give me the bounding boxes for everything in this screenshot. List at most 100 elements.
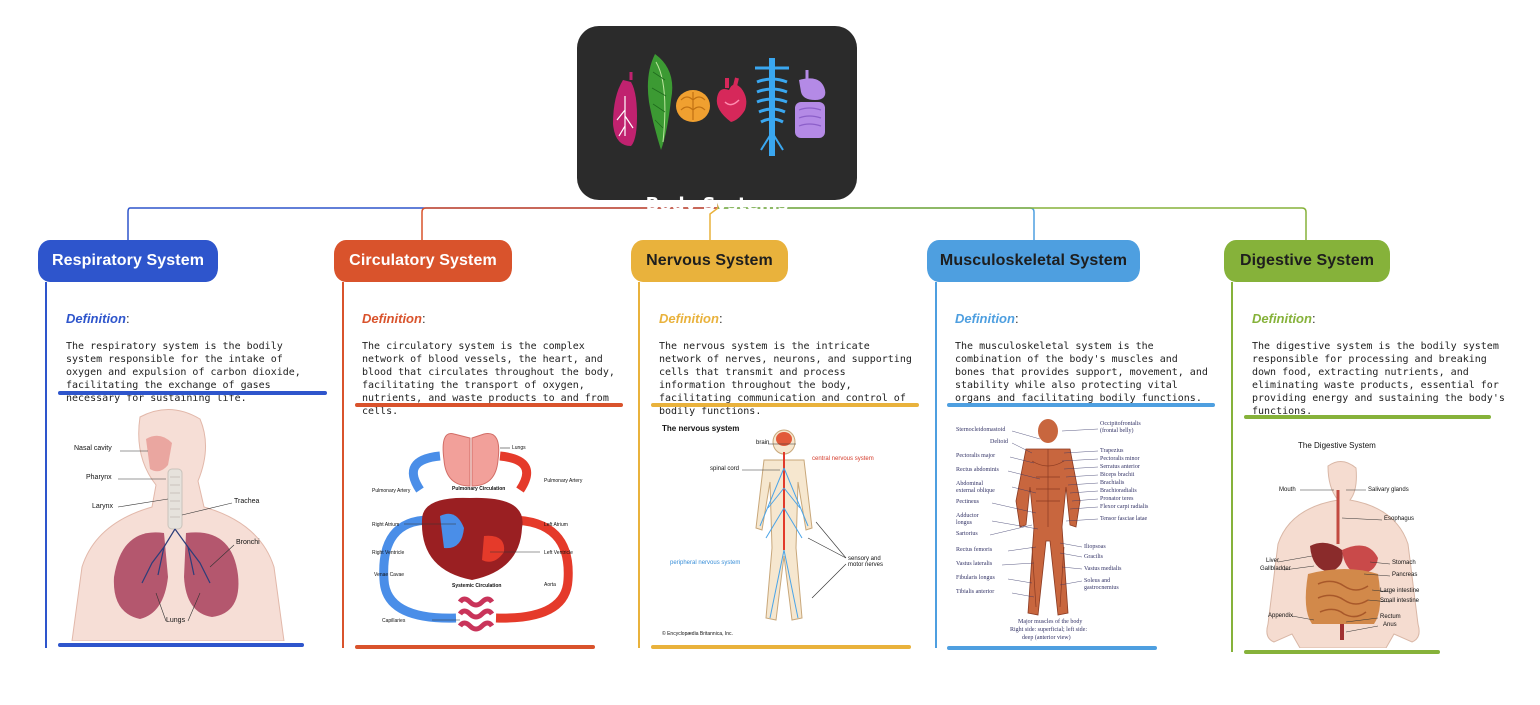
label-anus: Anus	[1383, 622, 1397, 628]
panel-line-respiratory	[45, 282, 47, 648]
label-pectoralis-minor: Pectoralis minor	[1100, 456, 1140, 462]
label-adductor-longus: Adductor longus	[956, 513, 979, 526]
label-sartorius: Sartorius	[956, 531, 978, 537]
panel-bottom-rule	[651, 645, 911, 649]
label-left-atrium: Left Atrium	[544, 522, 568, 528]
definition-label: Definition:	[1252, 311, 1316, 326]
nervous-illustration	[742, 429, 847, 621]
central-title: Body Systems	[645, 194, 789, 215]
label-tensor-fasciae-latae: Tensor fasciae latae	[1100, 516, 1148, 522]
label-brachioradialis: Brachioradialis	[1100, 488, 1137, 494]
label-gracilis: Gracilis	[1084, 554, 1103, 560]
label-pronator-teres: Pronator teres	[1100, 496, 1134, 502]
definition-text: The respiratory system is the bodily sys…	[66, 341, 301, 404]
label-biceps-brachii: Biceps brachii	[1100, 472, 1135, 478]
label-larynx: Larynx	[92, 503, 114, 510]
branch-header-musculoskeletal[interactable]: Musculoskeletal System	[927, 240, 1140, 282]
definition-underline	[947, 403, 1215, 407]
definition-text: The circulatory system is the complex ne…	[362, 341, 615, 417]
panel-line-circulatory	[342, 282, 344, 648]
label-spinal-cord: spinal cord	[710, 466, 740, 472]
definition-text: The digestive system is the bodily syste…	[1252, 341, 1505, 417]
label-venae-cavae: Venae Cavae	[374, 572, 405, 578]
panel-line-nervous	[638, 282, 640, 648]
label-central-nervous-system: central nervous system	[812, 456, 874, 462]
label-pancreas: Pancreas	[1392, 572, 1418, 578]
label-appendix: Appendix	[1268, 613, 1294, 619]
label-rectum: Rectum	[1380, 614, 1401, 620]
branch-title: Musculoskeletal System	[939, 252, 1128, 269]
label-left-ventricle: Left Ventricle	[544, 550, 573, 556]
branch-title: Digestive System	[1239, 252, 1375, 269]
label-sensory-motor-nerves: sensory and motor nerves	[848, 556, 884, 568]
label-iliopsoas: Iliopsoas	[1084, 544, 1106, 550]
organs-illustration	[613, 54, 826, 156]
label-brain: brain	[756, 440, 770, 446]
label-systemic-circulation: Systemic Circulation	[452, 583, 502, 589]
label-pectoralis-major: Pectoralis major	[956, 453, 996, 459]
circulatory-illustration	[379, 433, 573, 632]
label-small-intestine: Small intestine	[1380, 598, 1420, 604]
central-topic[interactable]: Body Systems	[577, 26, 857, 215]
definition-underline	[1244, 415, 1491, 419]
label-vastus-lateralis: Vastus lateralis	[956, 561, 993, 567]
definition-underline	[58, 391, 327, 395]
panel-bottom-rule	[1244, 650, 1440, 654]
label-copyright: © Encyclopædia Britannica, Inc.	[662, 631, 733, 637]
branch-header-respiratory[interactable]: Respiratory System	[38, 240, 218, 282]
label-esophagus: Esophagus	[1384, 516, 1415, 522]
definition-text: The nervous system is the intricate netw…	[659, 341, 912, 417]
label-brachialis: Brachialis	[1100, 480, 1125, 486]
label-pulmonary-circulation: Pulmonary Circulation	[452, 486, 506, 492]
label-rectus-femoris: Rectus femoris	[956, 547, 993, 553]
branch-title: Circulatory System	[349, 252, 497, 269]
label-trapezius: Trapezius	[1100, 448, 1124, 454]
musculoskeletal-illustration	[989, 419, 1099, 616]
label-serratus-anterior: Serratus anterior	[1100, 464, 1140, 470]
panel-bottom-rule	[355, 645, 595, 649]
caption-line-3: deep (anterior view)	[1022, 635, 1071, 641]
definition-label: Definition:	[955, 311, 1019, 326]
panel-bottom-rule	[58, 643, 304, 647]
label-trachea: Trachea	[234, 498, 260, 505]
digestive-diagram: The Digestive System Mouth Salivary glan…	[1246, 434, 1442, 648]
label-flexor-carpi-radialis: Flexor carpi radialis	[1100, 504, 1149, 510]
caption-line-2: Right side: superficial; left side:	[1010, 627, 1087, 633]
label-fibularis-longus: Fibularis longus	[956, 575, 995, 581]
branch-title: Nervous System	[646, 252, 773, 269]
circulatory-diagram: Lungs Pulmonary Artery Pulmonary Circula…	[360, 420, 598, 640]
branch-title: Respiratory System	[51, 252, 205, 269]
nervous-diagram: The nervous system brain spinal cord cen…	[656, 418, 906, 642]
respiratory-diagram: Nasal cavity Pharynx Larynx Trachea Bron…	[60, 407, 300, 641]
digestive-diagram-title: The Digestive System	[1298, 441, 1376, 450]
respiratory-illustration	[71, 408, 285, 641]
panel-line-musculoskeletal	[935, 282, 937, 648]
label-gallbladder: Gallbladder	[1260, 566, 1291, 572]
label-deltoid: Deltoid	[990, 439, 1008, 445]
musculoskeletal-diagram: Sternocleidomastoid Deltoid Pectoralis m…	[952, 417, 1212, 644]
branch-header-digestive[interactable]: Digestive System	[1224, 240, 1390, 282]
label-right-ventricle: Right Ventricle	[372, 550, 405, 556]
definition-underline	[355, 403, 623, 407]
label-lungs: Lungs	[166, 617, 186, 624]
branch-header-nervous[interactable]: Nervous System	[631, 240, 788, 282]
label-liver: Liver	[1266, 558, 1280, 564]
definition-underline	[651, 403, 919, 407]
label-occipitofrontalis: Occipitofrontalis (frontal belly)	[1100, 421, 1141, 434]
definition-label: Definition:	[66, 311, 130, 326]
label-rectus-abdominis: Rectus abdominis	[956, 467, 999, 473]
label-pulmonary-artery-right: Pulmonary Artery	[544, 478, 583, 484]
label-peripheral-nervous-system: peripheral nervous system	[670, 560, 741, 566]
label-sternocleidomastoid: Sternocleidomastoid	[956, 427, 1006, 433]
label-mouth: Mouth	[1279, 487, 1296, 493]
digestive-illustration	[1266, 461, 1420, 648]
label-salivary-glands: Salivary glands	[1368, 487, 1409, 493]
label-pulmonary-artery-left: Pulmonary Artery	[372, 488, 411, 494]
label-vastus-medialis: Vastus medialis	[1084, 566, 1122, 572]
label-tibialis-anterior: Tibialis anterior	[956, 589, 995, 595]
branch-header-circulatory[interactable]: Circulatory System	[334, 240, 512, 282]
label-pharynx: Pharynx	[86, 474, 112, 481]
panel-bottom-rule	[947, 646, 1157, 650]
